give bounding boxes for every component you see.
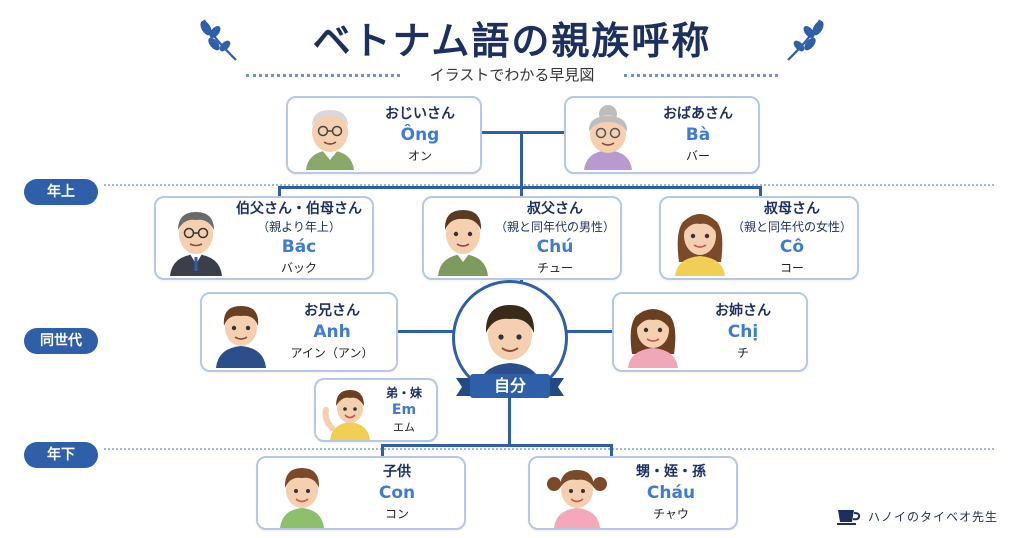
con-kana: コン [384, 507, 409, 521]
row-guide-older [104, 184, 994, 186]
chau-jp: 甥・姪・孫 [636, 464, 706, 480]
anh-jp: お兄さん [304, 303, 360, 319]
anh-vn: Anh [313, 322, 351, 342]
chi-kana: チ [736, 346, 749, 360]
subtitle-divider-left [246, 74, 400, 77]
em-kana: エム [393, 421, 415, 434]
con-vn: Con [378, 483, 416, 503]
card-chau: 甥・姪・孫 Cháu チャウ [528, 456, 738, 530]
chu-note: （親と同年代の男性） [494, 219, 615, 234]
bac-kana: バック [280, 260, 317, 275]
chau-vn: Cháu [646, 483, 696, 503]
brand: ハノイのタイベオ先生 [836, 505, 998, 527]
connector-chi [566, 330, 614, 333]
row-label-younger: 年下 [24, 442, 98, 468]
grandfather-vn: Ông [400, 125, 440, 145]
anh-kana: アイン（アン） [290, 346, 374, 360]
grandfather-kana: オン [407, 149, 432, 163]
cup-icon [837, 510, 861, 525]
connector-con [381, 444, 384, 458]
card-em: 弟・妹 Em エム [314, 378, 438, 442]
subtitle-divider-right [624, 74, 778, 77]
self-label: 自分 [493, 376, 526, 395]
connector-parents-bar [278, 186, 761, 189]
chu-jp: 叔父さん [527, 200, 583, 217]
em-jp: 弟・妹 [385, 386, 422, 400]
self-ribbon [456, 374, 564, 398]
card-co: 叔母さん （親と同年代の女性） Cô コー [659, 196, 859, 280]
co-kana: コー [779, 260, 804, 275]
page-title: ベトナム語の親族呼称 [312, 19, 712, 63]
chu-kana: チュー [536, 260, 573, 275]
leaf-right-icon [787, 19, 824, 61]
grandmother-jp: おばあさん [663, 106, 733, 122]
card-chi: お姉さん Chị チ [612, 292, 808, 372]
card-grandfather: おじいさん Ông オン [286, 96, 482, 174]
grandmother-kana: バー [685, 149, 710, 163]
bac-jp: 伯父さん・伯母さん [236, 200, 362, 217]
connector-self-down [508, 398, 511, 446]
card-anh: お兄さん Anh アイン（アン） [200, 292, 398, 372]
card-grandmother: おばあさん Bà バー [564, 96, 760, 174]
grandmother-vn: Bà [685, 125, 711, 145]
chi-jp: お姉さん [715, 303, 771, 319]
leaf-left-icon [200, 19, 237, 61]
con-jp: 子供 [383, 464, 411, 480]
grandfather-jp: おじいさん [385, 106, 455, 122]
con-avatar [280, 468, 324, 528]
em-avatar [322, 390, 370, 440]
chau-kana: チャウ [653, 507, 689, 521]
connector-bac [278, 186, 281, 198]
bac-vn: Bác [281, 236, 317, 257]
connector-co [759, 186, 762, 198]
row-guide-younger [104, 448, 994, 450]
co-avatar [675, 214, 725, 276]
chi-vn: Chị [727, 322, 759, 342]
brand-name: ハノイのタイベオ先生 [868, 509, 999, 524]
connector-chau [610, 444, 613, 458]
page-subtitle: イラストでわかる早見図 [429, 66, 595, 84]
co-note: （親と同年代の女性） [731, 219, 852, 234]
chi-avatar [628, 309, 678, 368]
bac-note: （親より年上） [257, 219, 341, 234]
chau-avatar [547, 470, 607, 528]
card-con: 子供 Con コン [256, 456, 466, 530]
em-vn: Em [391, 402, 417, 418]
card-bac: 伯父さん・伯母さん （親より年上） Bác バック [154, 196, 374, 280]
chu-avatar [438, 210, 488, 276]
chu-vn: Chú [536, 236, 574, 257]
bac-avatar [170, 212, 222, 276]
co-jp: 叔母さん [764, 200, 820, 217]
card-chu: 叔父さん （親と同年代の男性） Chú チュー [422, 196, 622, 280]
connector-children-bar [381, 444, 613, 447]
row-label-older: 年上 [24, 179, 98, 205]
row-label-same: 同世代 [24, 328, 98, 354]
co-vn: Cô [779, 236, 805, 257]
grandmother-avatar [584, 105, 632, 170]
connector-anh [396, 330, 454, 333]
anh-avatar [216, 306, 266, 368]
grandfather-avatar [306, 110, 354, 170]
